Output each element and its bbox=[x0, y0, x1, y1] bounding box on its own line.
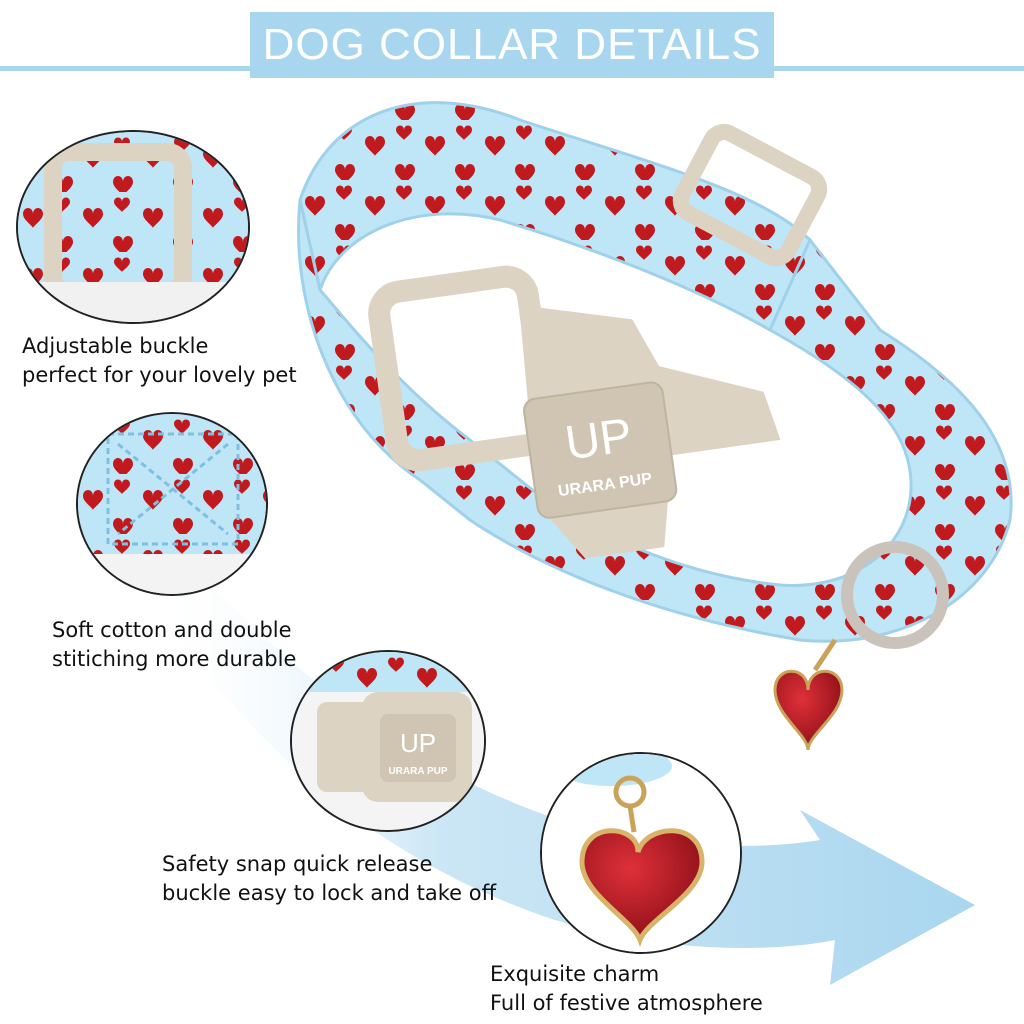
snap-buckle: UP URARA PUP bbox=[368, 265, 781, 559]
feature-3-line1: Safety snap quick release bbox=[162, 852, 433, 876]
feature-caption-2: Soft cotton and double stitiching more d… bbox=[52, 616, 296, 674]
feature-2-line1: Soft cotton and double bbox=[52, 618, 292, 642]
heart-charm bbox=[773, 669, 844, 751]
feature-1-line1: Adjustable buckle bbox=[22, 334, 209, 358]
detail-heart-charm bbox=[540, 752, 742, 954]
feature-caption-1: Adjustable buckle perfect for your lovel… bbox=[22, 332, 297, 390]
flow-arrow bbox=[150, 520, 975, 985]
detail-stitching bbox=[76, 412, 268, 596]
feature-1-line2: perfect for your lovely pet bbox=[22, 363, 297, 387]
detail-snap-buckle: UP URARA PUP bbox=[290, 650, 486, 832]
d-ring bbox=[841, 541, 949, 649]
svg-text:UP: UP bbox=[400, 728, 436, 758]
feature-4-line2: Full of festive atmosphere bbox=[490, 991, 763, 1015]
feature-caption-3: Safety snap quick release buckle easy to… bbox=[162, 850, 496, 908]
detail-adjustable-buckle bbox=[16, 130, 250, 324]
feature-caption-4: Exquisite charm Full of festive atmosphe… bbox=[490, 960, 763, 1018]
title-banner: DOG COLLAR DETAILS bbox=[250, 12, 774, 78]
slide-buckle bbox=[672, 124, 828, 266]
brand-mark-text: UP bbox=[562, 409, 635, 471]
feature-3-line2: buckle easy to lock and take off bbox=[162, 881, 497, 905]
svg-text:URARA PUP: URARA PUP bbox=[388, 766, 447, 777]
feature-4-line1: Exquisite charm bbox=[490, 962, 660, 986]
page-title: DOG COLLAR DETAILS bbox=[262, 20, 762, 69]
feature-2-line2: stitiching more durable bbox=[52, 647, 297, 671]
